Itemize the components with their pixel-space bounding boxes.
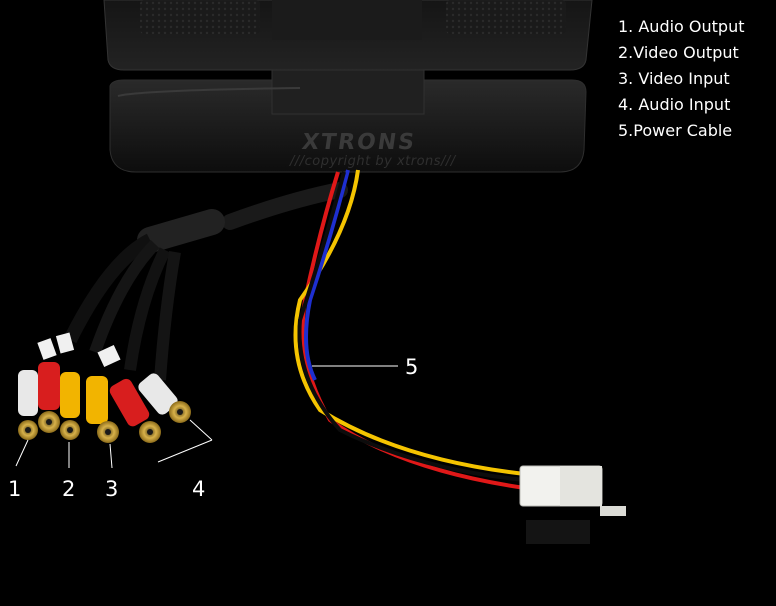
legend-list: 1. Audio Output 2.Video Output 3. Video … [618, 14, 745, 144]
black-harness [63, 182, 348, 381]
callout-number-5: 5 [405, 355, 419, 379]
monitor-housing [103, 0, 593, 173]
callout-number-1: 1 [8, 477, 22, 501]
legend-item-video-input: 3. Video Input [618, 69, 730, 88]
legend-item-power-cable: 5.Power Cable [618, 121, 733, 140]
callout-number-2: 2 [62, 477, 76, 501]
rca-plug-red-right [109, 378, 161, 443]
legend-item-audio-input: 4. Audio Input [618, 95, 731, 114]
legend-item-video-output: 2.Video Output [618, 43, 739, 62]
rca-plugs [18, 332, 191, 443]
rca-plug-yellow-left [60, 372, 80, 440]
callout-number-3: 3 [105, 477, 119, 501]
copyright-watermark: ///copyright by xtrons/// [290, 154, 456, 169]
power-connector [519, 465, 626, 544]
legend-item-audio-output: 1. Audio Output [618, 17, 745, 36]
rca-plug-white-right [138, 373, 191, 423]
rca-plug-white-left [18, 370, 38, 440]
brand-logo-text: XTRONS [300, 130, 418, 155]
rca-plug-yellow-right [86, 376, 119, 443]
callout-lines [15, 365, 398, 469]
power-cable-wires [293, 169, 526, 490]
rca-plug-red-left [38, 362, 60, 433]
callout-number-4: 4 [192, 477, 206, 501]
